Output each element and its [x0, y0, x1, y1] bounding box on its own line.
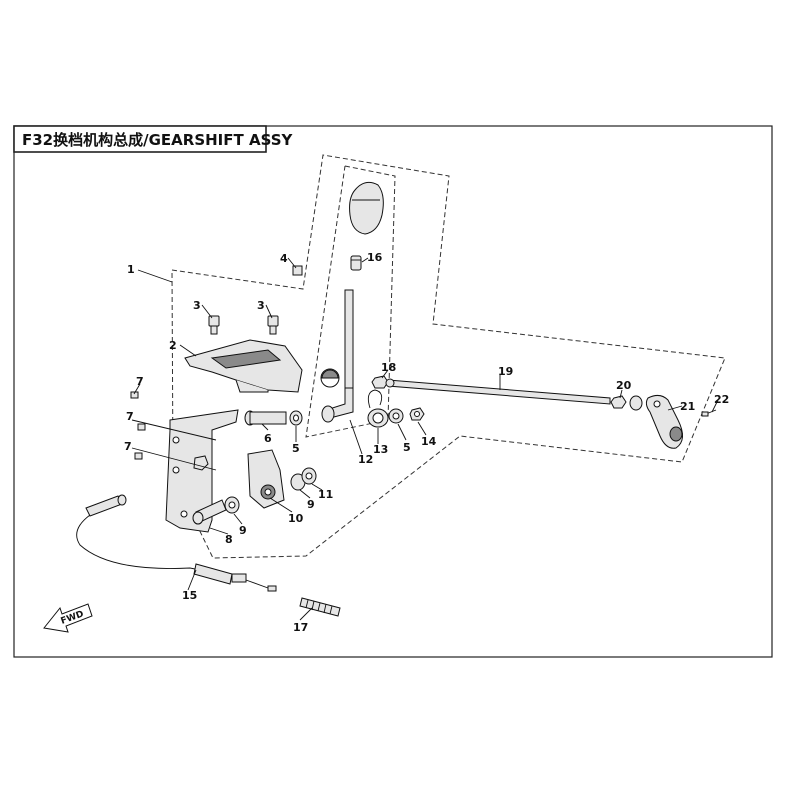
callout-labels: 1 2 3 3 4 5 5 6 7 7 7 8 9 9 10 11 12 13 …	[124, 251, 729, 634]
washer-9-left	[224, 496, 240, 514]
callout-11: 11	[318, 488, 333, 501]
fwd-label: FWD	[60, 609, 86, 626]
washer-11	[301, 467, 317, 485]
callout-1: 1	[127, 263, 135, 276]
callout-5b: 5	[403, 441, 411, 454]
callout-5: 5	[292, 442, 300, 455]
callout-18: 18	[381, 361, 396, 374]
callout-17: 17	[293, 621, 308, 634]
bolt-22	[701, 409, 717, 417]
callout-13: 13	[373, 443, 388, 456]
nut-14	[409, 407, 425, 421]
callout-3b: 3	[257, 299, 265, 312]
callout-16: 16	[367, 251, 383, 264]
bushing-right	[388, 408, 404, 424]
lower-pivot-shaft	[192, 499, 227, 525]
callout-9b: 9	[307, 498, 315, 511]
shift-arm	[629, 394, 683, 449]
bushing-left	[289, 410, 303, 426]
callout-8: 8	[225, 533, 233, 546]
diagram-frame	[13, 125, 773, 658]
callout-15: 15	[182, 589, 197, 602]
callout-3: 3	[193, 299, 201, 312]
shift-lever	[321, 289, 354, 423]
callout-19: 19	[498, 365, 513, 378]
callout-14: 14	[421, 435, 437, 448]
callout-7c: 7	[124, 440, 132, 453]
lever-bracket	[247, 449, 285, 509]
callout-7: 7	[136, 375, 144, 388]
title-block: F32换档机构总成/GEARSHIFT ASSY	[13, 125, 293, 153]
console-bolt-right	[267, 315, 279, 335]
nut-20	[610, 395, 627, 409]
diagram-title: F32换档机构总成/GEARSHIFT ASSY	[22, 131, 293, 149]
callout-20: 20	[616, 379, 632, 392]
outline-lever-group	[305, 165, 396, 438]
shift-cable	[76, 494, 277, 592]
bracket-bolt-3	[134, 452, 143, 460]
callout-12: 12	[358, 453, 373, 466]
mounting-bracket	[165, 409, 239, 533]
bracket-bolt-1	[130, 391, 139, 399]
callout-22: 22	[714, 393, 729, 406]
callout-10: 10	[288, 512, 304, 525]
bracket-bolt-2	[137, 423, 146, 431]
callout-6: 6	[264, 432, 272, 445]
shift-knob	[349, 181, 384, 235]
callout-9: 9	[239, 524, 247, 537]
console-bolt-left	[208, 315, 220, 335]
knob-adapter	[350, 255, 362, 271]
nut-18	[371, 375, 389, 389]
clip-nut	[292, 265, 303, 276]
shift-rod	[385, 378, 611, 405]
callout-2: 2	[169, 339, 177, 352]
spring	[367, 389, 389, 428]
callout-7b: 7	[126, 410, 134, 423]
lever-ball	[320, 368, 340, 388]
pivot-pin	[244, 410, 287, 426]
callout-21: 21	[680, 400, 695, 413]
cable-spring	[299, 597, 341, 617]
shift-console	[184, 339, 303, 393]
leader-lines	[131, 257, 719, 621]
callout-4: 4	[280, 252, 288, 265]
forward-direction-arrow: FWD	[43, 603, 93, 633]
group-outlines	[171, 154, 726, 559]
